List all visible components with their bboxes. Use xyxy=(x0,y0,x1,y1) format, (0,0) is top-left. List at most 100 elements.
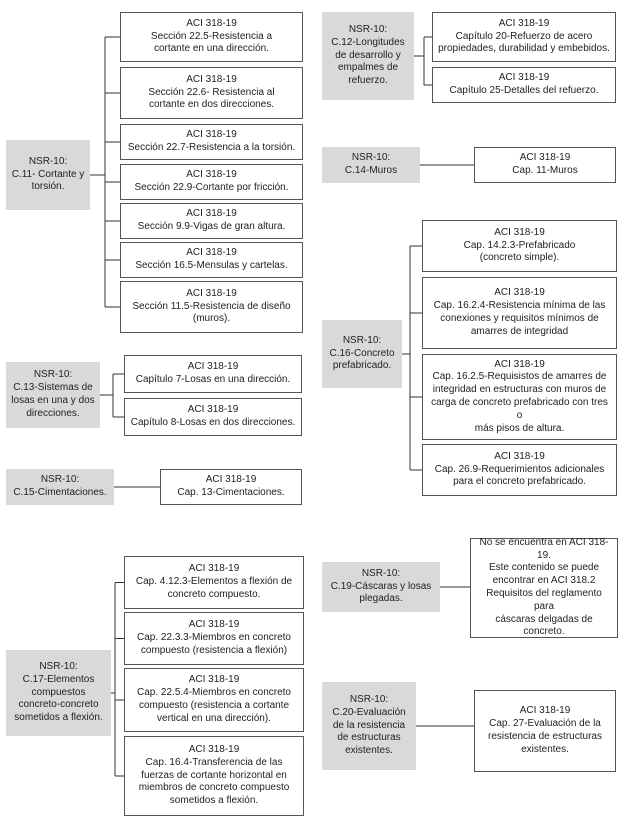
box-text-line: ACI 318-19 xyxy=(186,287,237,299)
box-text-line: NSR-10: xyxy=(348,24,388,35)
box-text-line: Capítulo 25-Detalles del refuerzo. xyxy=(449,85,599,96)
box-text-line: ACI 318-19 xyxy=(186,129,237,141)
box-text-line: Cap. 27-Evaluación de la xyxy=(489,718,601,730)
box-text-line: refuerzo. xyxy=(348,75,388,87)
box-text-line: ACI 318-19 xyxy=(519,705,571,717)
box-text-line: C.12-Longitudes xyxy=(331,36,405,48)
box-text-line: C.11- Cortante y xyxy=(11,168,85,180)
box-text-line: Requisitos del reglamento para xyxy=(486,588,602,612)
box-text-line: ACI 318-19 xyxy=(519,152,571,164)
box-text-line: existentes. xyxy=(521,743,569,755)
box-text-line: No se encuentra en ACI 318-19. xyxy=(479,536,609,561)
box-text-line: ACI 318-19 xyxy=(188,674,240,686)
nsr-source-box: NSR-10:C.14-Muros xyxy=(322,147,420,183)
box-text-line: Cap. 4.12.3-Elementos a flexión de xyxy=(135,576,293,588)
box-text-line: ACI 318-19 xyxy=(186,208,237,220)
box-text-line: ACI 318-19 xyxy=(498,17,550,29)
box-text-line: ACI 318-19 xyxy=(205,474,257,486)
box-text-line: Cap. 13-Cimentaciones. xyxy=(177,487,285,498)
box-text-line: cortante en una dirección. xyxy=(153,43,270,55)
box-text-line: NSR-10: xyxy=(342,334,382,346)
box-text-line: Capítulo 20-Refuerzo de acero xyxy=(455,30,593,42)
box-text-line: losas en una y dos xyxy=(11,395,95,406)
box-text-line: (concreto simple). xyxy=(479,252,560,264)
box-text-line: para el concreto prefabricado. xyxy=(453,476,586,488)
nsr-source-box: NSR-10:C.15-Cimentaciones. xyxy=(6,469,114,505)
box-text-line: Sección 22.9-Cortante por fricción. xyxy=(134,182,289,193)
box-text-line: ACI 318-19 xyxy=(188,619,240,631)
box-text-line: C.16-Concreto xyxy=(329,347,395,359)
box-text-line: torsión. xyxy=(31,181,65,193)
box-text-line: ACI 318-19 xyxy=(188,563,240,575)
box-text-line: compuesto (resistencia a flexión) xyxy=(140,644,288,656)
box-text-line: vertical en una dirección). xyxy=(157,712,271,724)
box-text-line: fuerzas de cortante horizontal en xyxy=(141,769,287,781)
box-text-line: conexiones y requisitos mínimos de xyxy=(440,313,599,324)
box-text-line: cáscaras delgadas de concreto. xyxy=(495,613,593,638)
box-text-line: C.17-Elementos xyxy=(22,673,95,685)
box-text-line: de desarrollo y xyxy=(335,49,401,61)
box-text-line: amarres de integridad xyxy=(470,325,569,337)
box-text-line: NSR-10: xyxy=(33,369,73,381)
box-text-line: encontrar en ACI 318.2 xyxy=(492,575,596,587)
box-text-line: Sección 22.6- Resistencia al xyxy=(148,86,275,98)
box-text-line: C.15-Cimentaciones. xyxy=(13,487,107,498)
box-text-line: C.14-Muros xyxy=(344,165,398,176)
box-text-line: NSR-10: xyxy=(349,694,389,705)
box-text-line: Cap. 22.3.3-Miembros en concreto xyxy=(137,632,291,644)
box-text-line: ACI 318-19 xyxy=(186,73,237,85)
box-text-line: Cap. 14.2.3-Prefabricado xyxy=(463,239,576,251)
box-text-line: Capítulo 8-Losas en dos direcciones. xyxy=(130,417,296,428)
box-text-line: carga de concreto prefabricado con tres … xyxy=(431,397,608,421)
box-text-line: ACI 318-19 xyxy=(186,247,237,259)
box-text-line: Cap. 16.2.5-Requisistos de amarres de xyxy=(432,371,607,383)
box-text-line: Cap. 11-Muros xyxy=(512,165,578,176)
box-text-line: ACI 318-19 xyxy=(498,72,550,84)
box-text-line: ACI 318-19 xyxy=(187,404,239,416)
box-text-line: direcciones. xyxy=(26,407,80,419)
box-text-line: Cap. 22.5.4-Miembros en concreto xyxy=(137,687,291,699)
box-text-line: Sección 9.9-Vigas de gran altura. xyxy=(137,221,286,232)
box-text-line: de la resistencia xyxy=(332,719,406,731)
box-text-line: compuesto (resistencia a cortante xyxy=(138,700,290,711)
box-text-line: Cap. 16.4-Transferencia de las xyxy=(145,756,283,768)
box-text-line: existentes. xyxy=(345,745,393,757)
box-text-line: de estructuras xyxy=(337,732,401,744)
box-text-line: sometidos a flexión. xyxy=(169,795,259,807)
box-text-line: Sección 22.7-Resistencia a la torsión. xyxy=(127,142,296,153)
box-text-line: sometidos a flexión. xyxy=(14,712,103,724)
box-text-line: ACI 318-19 xyxy=(494,358,545,370)
box-text-line: ACI 318-19 xyxy=(186,169,237,181)
box-text-line: Este contenido se puede xyxy=(488,562,600,574)
box-text-line: NSR-10: xyxy=(39,661,78,672)
box-text-line: C.19-Cáscaras y losas xyxy=(330,580,432,592)
box-text-line: Sección 22.5-Resistencia a xyxy=(150,30,273,42)
box-text-line: concreto compuesto. xyxy=(167,588,261,600)
box-text-line: ACI 318-19 xyxy=(494,450,545,462)
box-text-line: más pisos de altura. xyxy=(474,422,565,434)
box-text-line: integridad en estructuras con muros de xyxy=(432,384,607,396)
box-text-line: miembros de concreto compuesto xyxy=(138,782,290,794)
box-text-line: NSR-10: xyxy=(361,567,401,579)
box-text-line: concreto-concreto xyxy=(18,699,99,711)
